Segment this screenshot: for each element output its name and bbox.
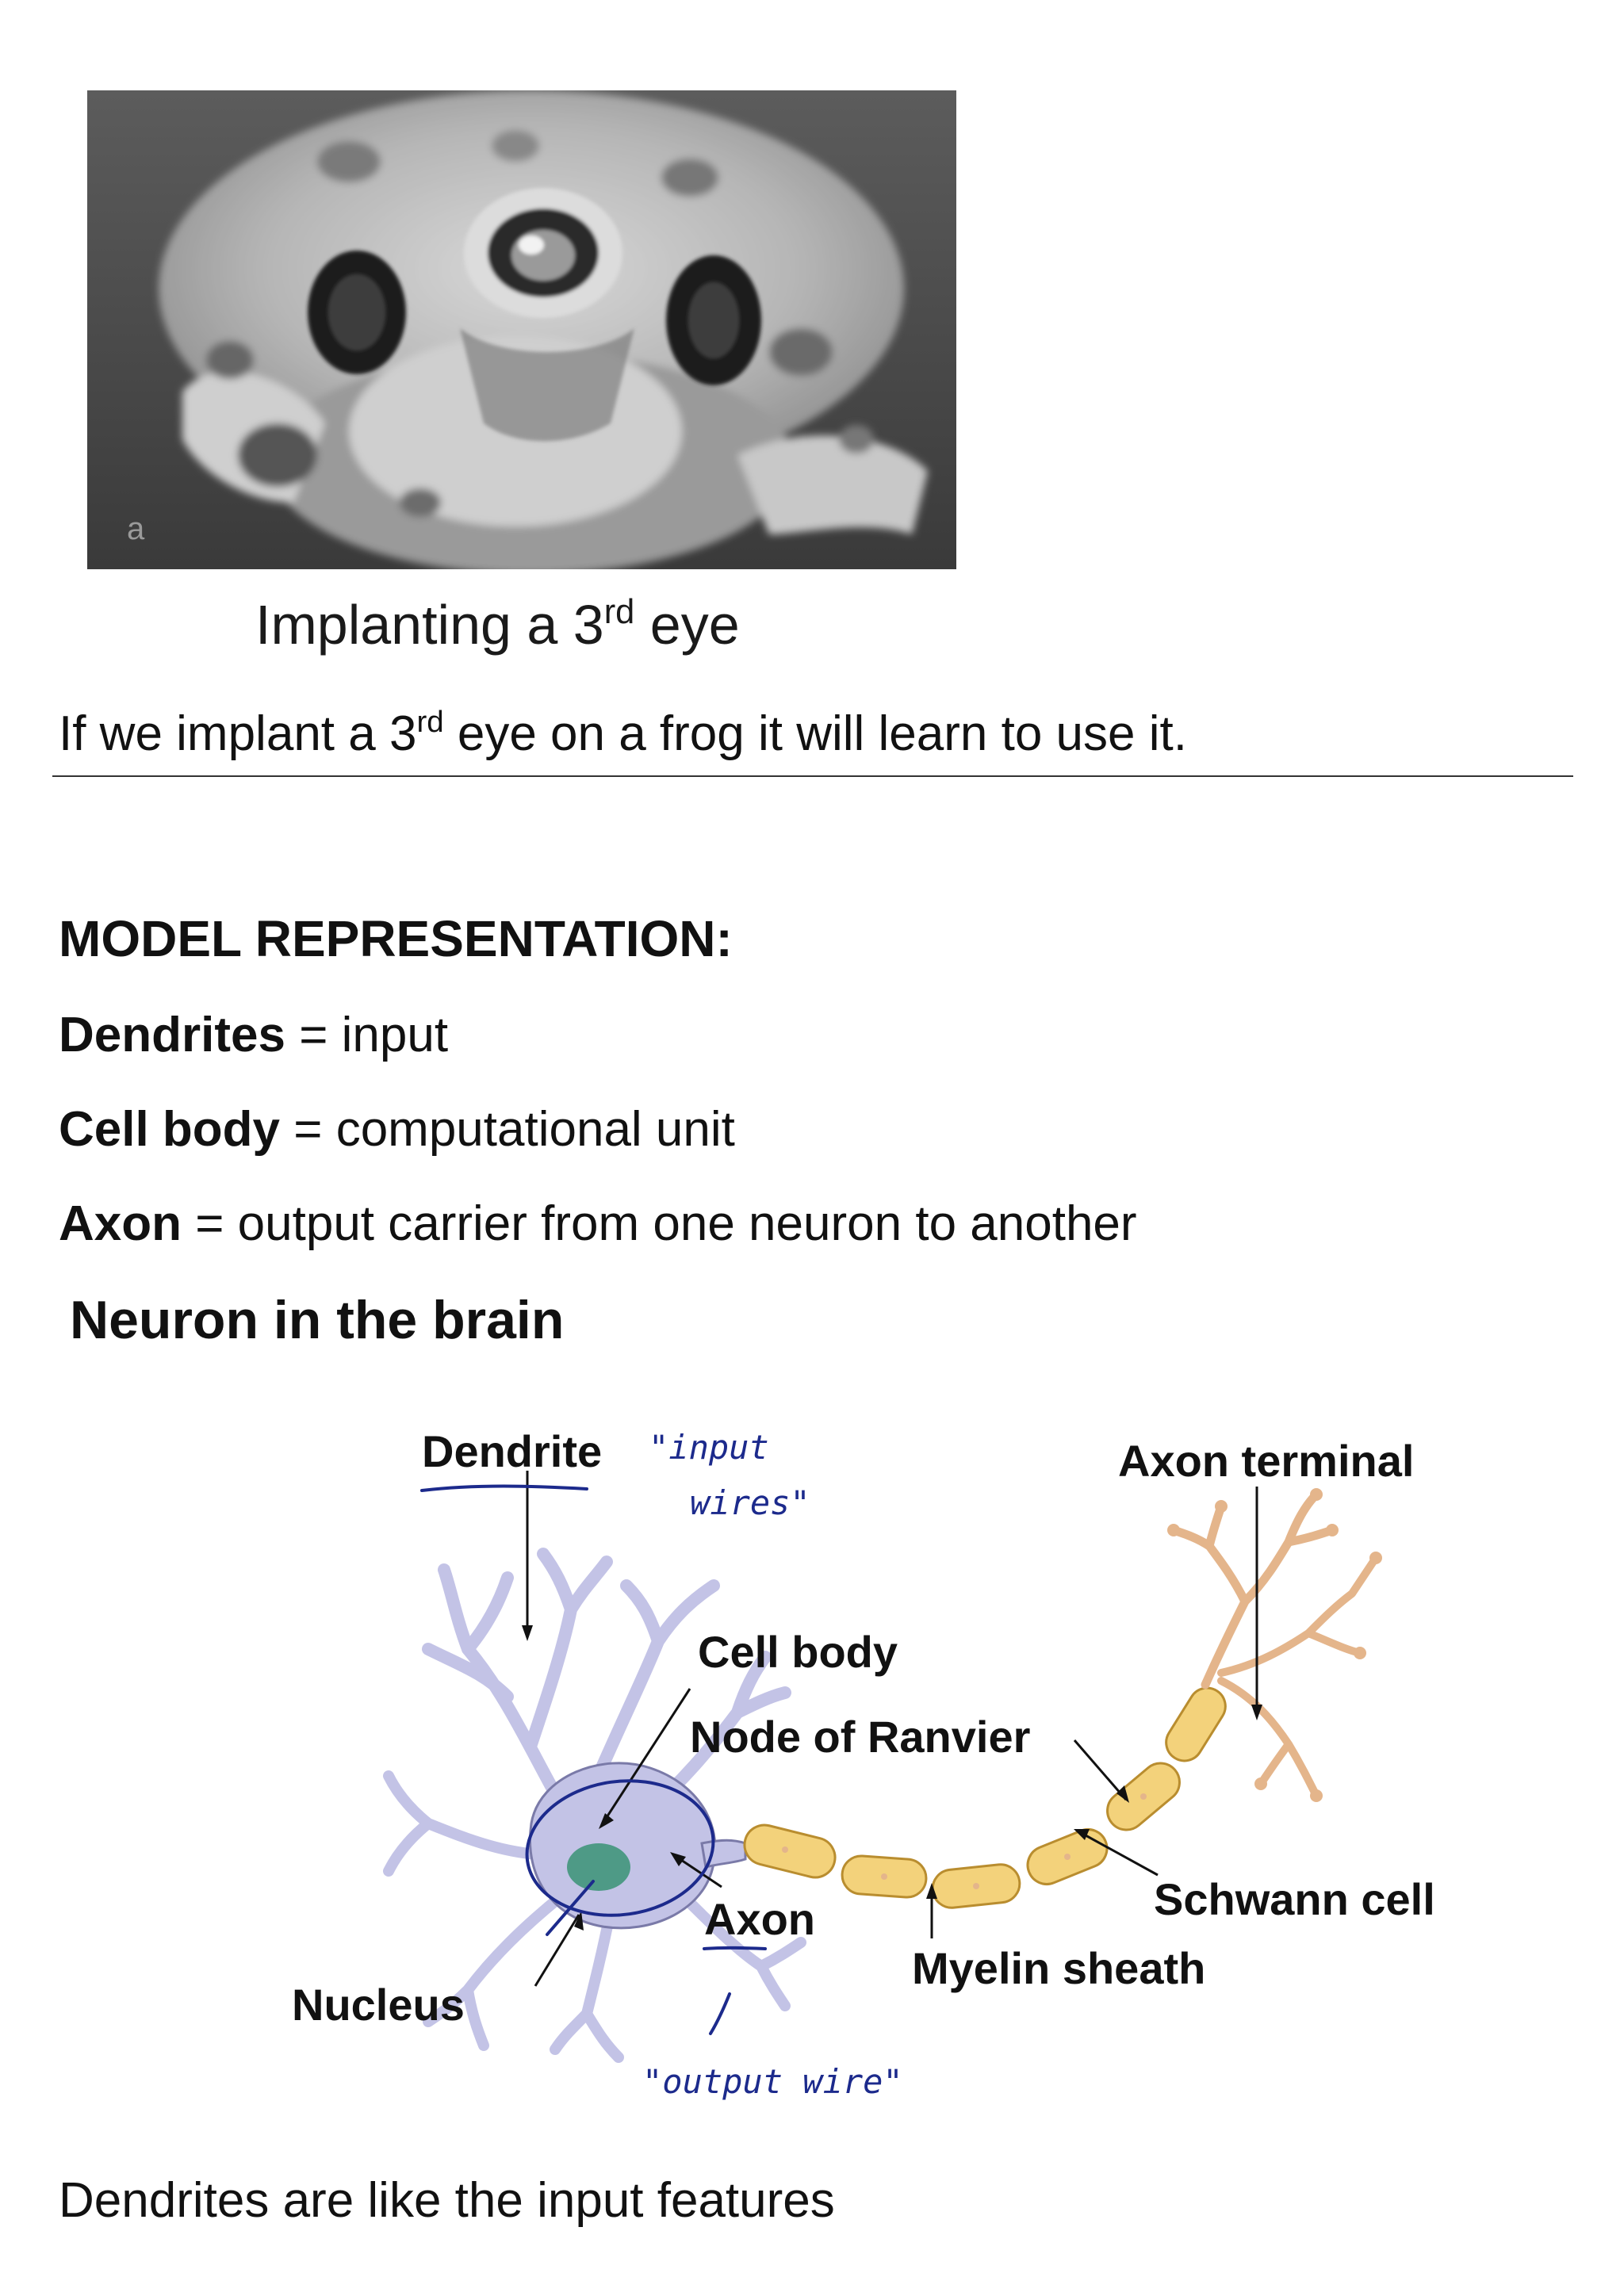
intro-after: eye on a frog it will learn to use it. bbox=[443, 706, 1187, 761]
intro-sentence: If we implant a 3rd eye on a frog it wil… bbox=[59, 706, 1187, 762]
section-heading: MODEL REPRESENTATION: bbox=[59, 910, 733, 967]
definition-desc: = output carrier from one neuron to anot… bbox=[182, 1196, 1137, 1251]
definition-desc: = computational unit bbox=[280, 1102, 735, 1157]
definition-term: Cell body bbox=[59, 1102, 281, 1157]
neuron-illustration bbox=[383, 1488, 1382, 2063]
nucleus-shape bbox=[567, 1843, 630, 1891]
neuron-heading: Neuron in the brain bbox=[70, 1290, 565, 1350]
label-dendrite: Dendrite bbox=[422, 1426, 602, 1476]
annotation-input-wires-1: "input bbox=[649, 1428, 769, 1467]
frog-figure-caption: Implanting a 3rd eye bbox=[255, 593, 740, 656]
intro-superscript: rd bbox=[416, 704, 444, 739]
closing-sentence: Dendrites are like the input features bbox=[59, 2173, 835, 2228]
label-cell-body: Cell body bbox=[698, 1627, 898, 1677]
definition-term: Axon bbox=[59, 1196, 182, 1251]
caption-superscript: rd bbox=[603, 592, 635, 631]
definition-axon: Axon = output carrier from one neuron to… bbox=[59, 1196, 1137, 1252]
panel-letter: a bbox=[127, 511, 145, 546]
definition-term: Dendrites bbox=[59, 1008, 285, 1062]
label-node-of-ranvier: Node of Ranvier bbox=[690, 1712, 1030, 1762]
annotation-output-wire: "output wire" bbox=[642, 2062, 903, 2101]
label-axon: Axon bbox=[704, 1894, 815, 1944]
neuron-diagram: Dendrite Axon terminal Cell body Node of… bbox=[292, 1426, 1435, 2101]
label-schwann-cell: Schwann cell bbox=[1154, 1874, 1435, 1924]
definition-desc: = input bbox=[285, 1008, 449, 1062]
frog-photo: a bbox=[87, 90, 956, 569]
caption-main: Implanting a 3 bbox=[255, 594, 604, 656]
handwritten-annotations bbox=[420, 1484, 767, 2035]
caption-end: eye bbox=[634, 594, 740, 656]
annotation-input-wires-2: wires" bbox=[690, 1483, 810, 1522]
horizontal-divider bbox=[52, 775, 1573, 777]
label-myelin-sheath: Myelin sheath bbox=[912, 1943, 1205, 1993]
intro-before: If we implant a 3 bbox=[59, 706, 417, 761]
label-axon-terminal: Axon terminal bbox=[1118, 1436, 1414, 1486]
definition-cell-body: Cell body = computational unit bbox=[59, 1101, 735, 1158]
leader-lines bbox=[526, 1471, 1258, 1987]
definition-dendrites: Dendrites = input bbox=[59, 1007, 448, 1063]
label-nucleus: Nucleus bbox=[292, 1980, 465, 2030]
